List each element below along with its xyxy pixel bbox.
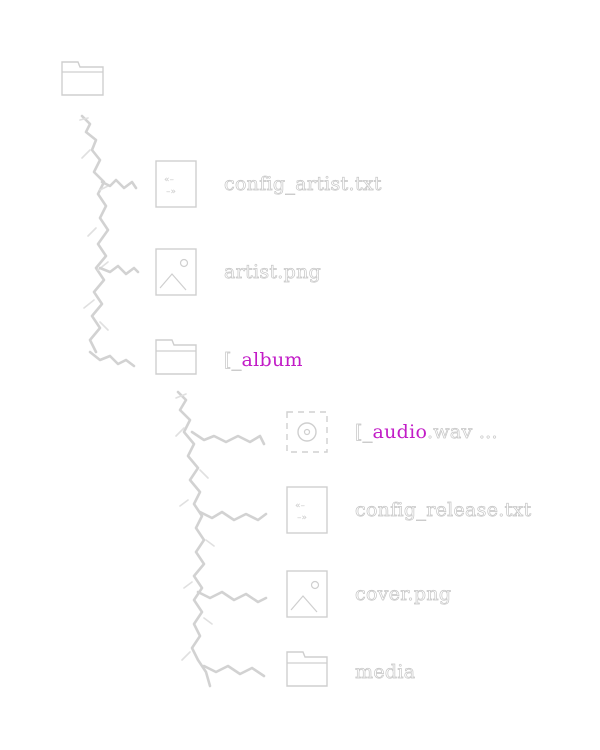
branch-connector-media bbox=[202, 664, 266, 678]
node-label: cover.png bbox=[355, 583, 452, 606]
branch-connector-album bbox=[88, 350, 136, 368]
node-label: config_artist.txt bbox=[224, 173, 382, 196]
branch-connector-cover-png bbox=[196, 590, 268, 604]
branch-connector-audio-wav bbox=[190, 430, 266, 446]
folder-icon bbox=[286, 651, 328, 687]
folder-icon bbox=[155, 339, 197, 375]
tree-node-config-artist[interactable]: «– –» config_artist.txt bbox=[154, 160, 382, 208]
svg-text:–»: –» bbox=[166, 187, 176, 197]
branch-connector-config-artist bbox=[100, 178, 138, 190]
text-file-icon: «– –» bbox=[286, 486, 328, 534]
node-label: artist.png bbox=[224, 261, 322, 284]
svg-text:«–: «– bbox=[295, 501, 306, 511]
branch-trunk-level1 bbox=[80, 114, 110, 354]
tree-node-audio-wav[interactable]: [_audio.wav ... bbox=[285, 408, 498, 456]
tree-node-config-release[interactable]: «– –» config_release.txt bbox=[285, 486, 532, 534]
svg-text:–»: –» bbox=[297, 513, 307, 523]
audio-file-icon bbox=[286, 411, 328, 453]
branch-trunk-level2 bbox=[176, 390, 212, 688]
text-file-icon: «– –» bbox=[155, 160, 197, 208]
tree-node-media[interactable]: media bbox=[285, 648, 415, 696]
image-file-icon bbox=[155, 248, 197, 296]
node-label: config_release.txt bbox=[355, 499, 532, 522]
node-label: media bbox=[355, 661, 416, 684]
node-label: [_album bbox=[224, 349, 303, 372]
svg-text:«–: «– bbox=[164, 175, 175, 185]
branch-connector-artist-png bbox=[98, 264, 140, 276]
image-file-icon bbox=[286, 570, 328, 618]
tree-node-artist-png[interactable]: artist.png bbox=[154, 248, 321, 296]
folder-icon bbox=[61, 61, 104, 96]
branch-connector-config-release bbox=[198, 510, 268, 522]
tree-node-cover-png[interactable]: cover.png bbox=[285, 570, 451, 618]
tree-node-album[interactable]: [_album bbox=[154, 336, 303, 384]
node-label: [_audio.wav ... bbox=[355, 421, 498, 444]
